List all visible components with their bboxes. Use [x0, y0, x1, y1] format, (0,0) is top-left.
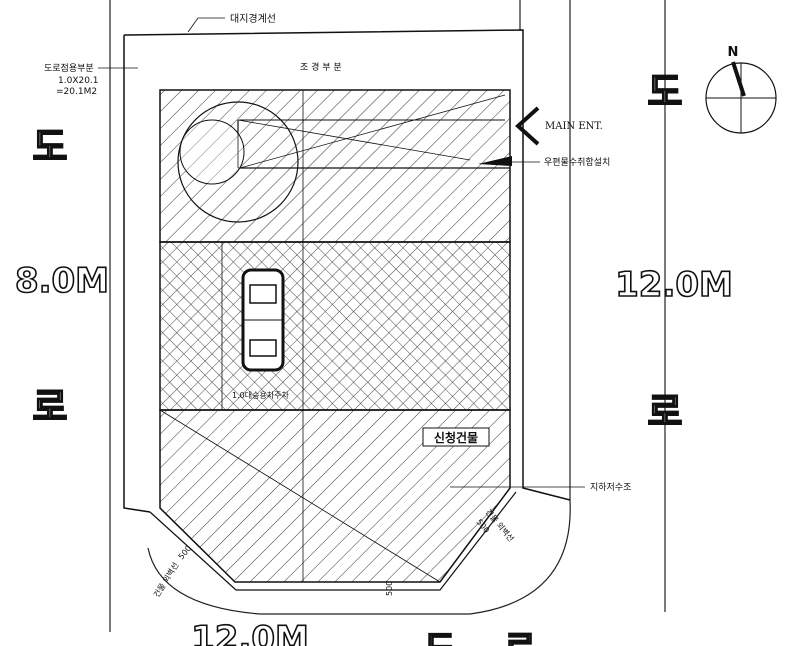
left-road-width: 8.0M: [15, 261, 109, 301]
left-road-char-top: 도: [33, 125, 68, 169]
left-road-char-bottom: 로: [33, 385, 68, 429]
landscape-label: 조 경 부 분: [300, 61, 342, 73]
dim-left-label: 500: [177, 544, 194, 561]
main-entrance-label: MAIN ENT.: [545, 121, 603, 132]
right-road-char-top: 도: [648, 70, 683, 114]
mailbox-label: 우편물수취함설치: [544, 156, 610, 168]
bottom-road-width: 12.0M: [191, 619, 309, 646]
underground-tank-label: 지하저수조: [590, 482, 631, 493]
setback-area-label: =20.1M2: [56, 87, 97, 97]
north-letter: N: [728, 45, 739, 60]
north-arrow: N: [705, 45, 777, 134]
boundary-line-label: 대지경계선: [230, 12, 276, 25]
main-entrance-icon: [515, 106, 540, 146]
dim-bottom-label: 500: [385, 581, 394, 596]
mailbox-icon: [478, 156, 512, 166]
road-edges: [109, 0, 666, 632]
turning-circle: [177, 101, 299, 223]
right-road-char-bottom: 로: [648, 390, 683, 434]
building-outline-left-label: 건물 외벽선: [151, 560, 180, 599]
site-boundary: [123, 29, 571, 513]
parking-label: 1.0대승용차주차: [232, 391, 290, 400]
bottom-road-char-2: 로: [504, 629, 535, 646]
bottom-road-char-1: 도: [424, 629, 455, 646]
right-road-width: 12.0M: [615, 265, 733, 305]
new-building-label: 신청건물: [434, 430, 478, 445]
car-icon: [241, 268, 285, 372]
parking-zone: [159, 241, 511, 411]
setback-dims-label: 1.0X20.1: [58, 76, 99, 86]
road-setback-label: 도로점용부분: [44, 62, 94, 74]
